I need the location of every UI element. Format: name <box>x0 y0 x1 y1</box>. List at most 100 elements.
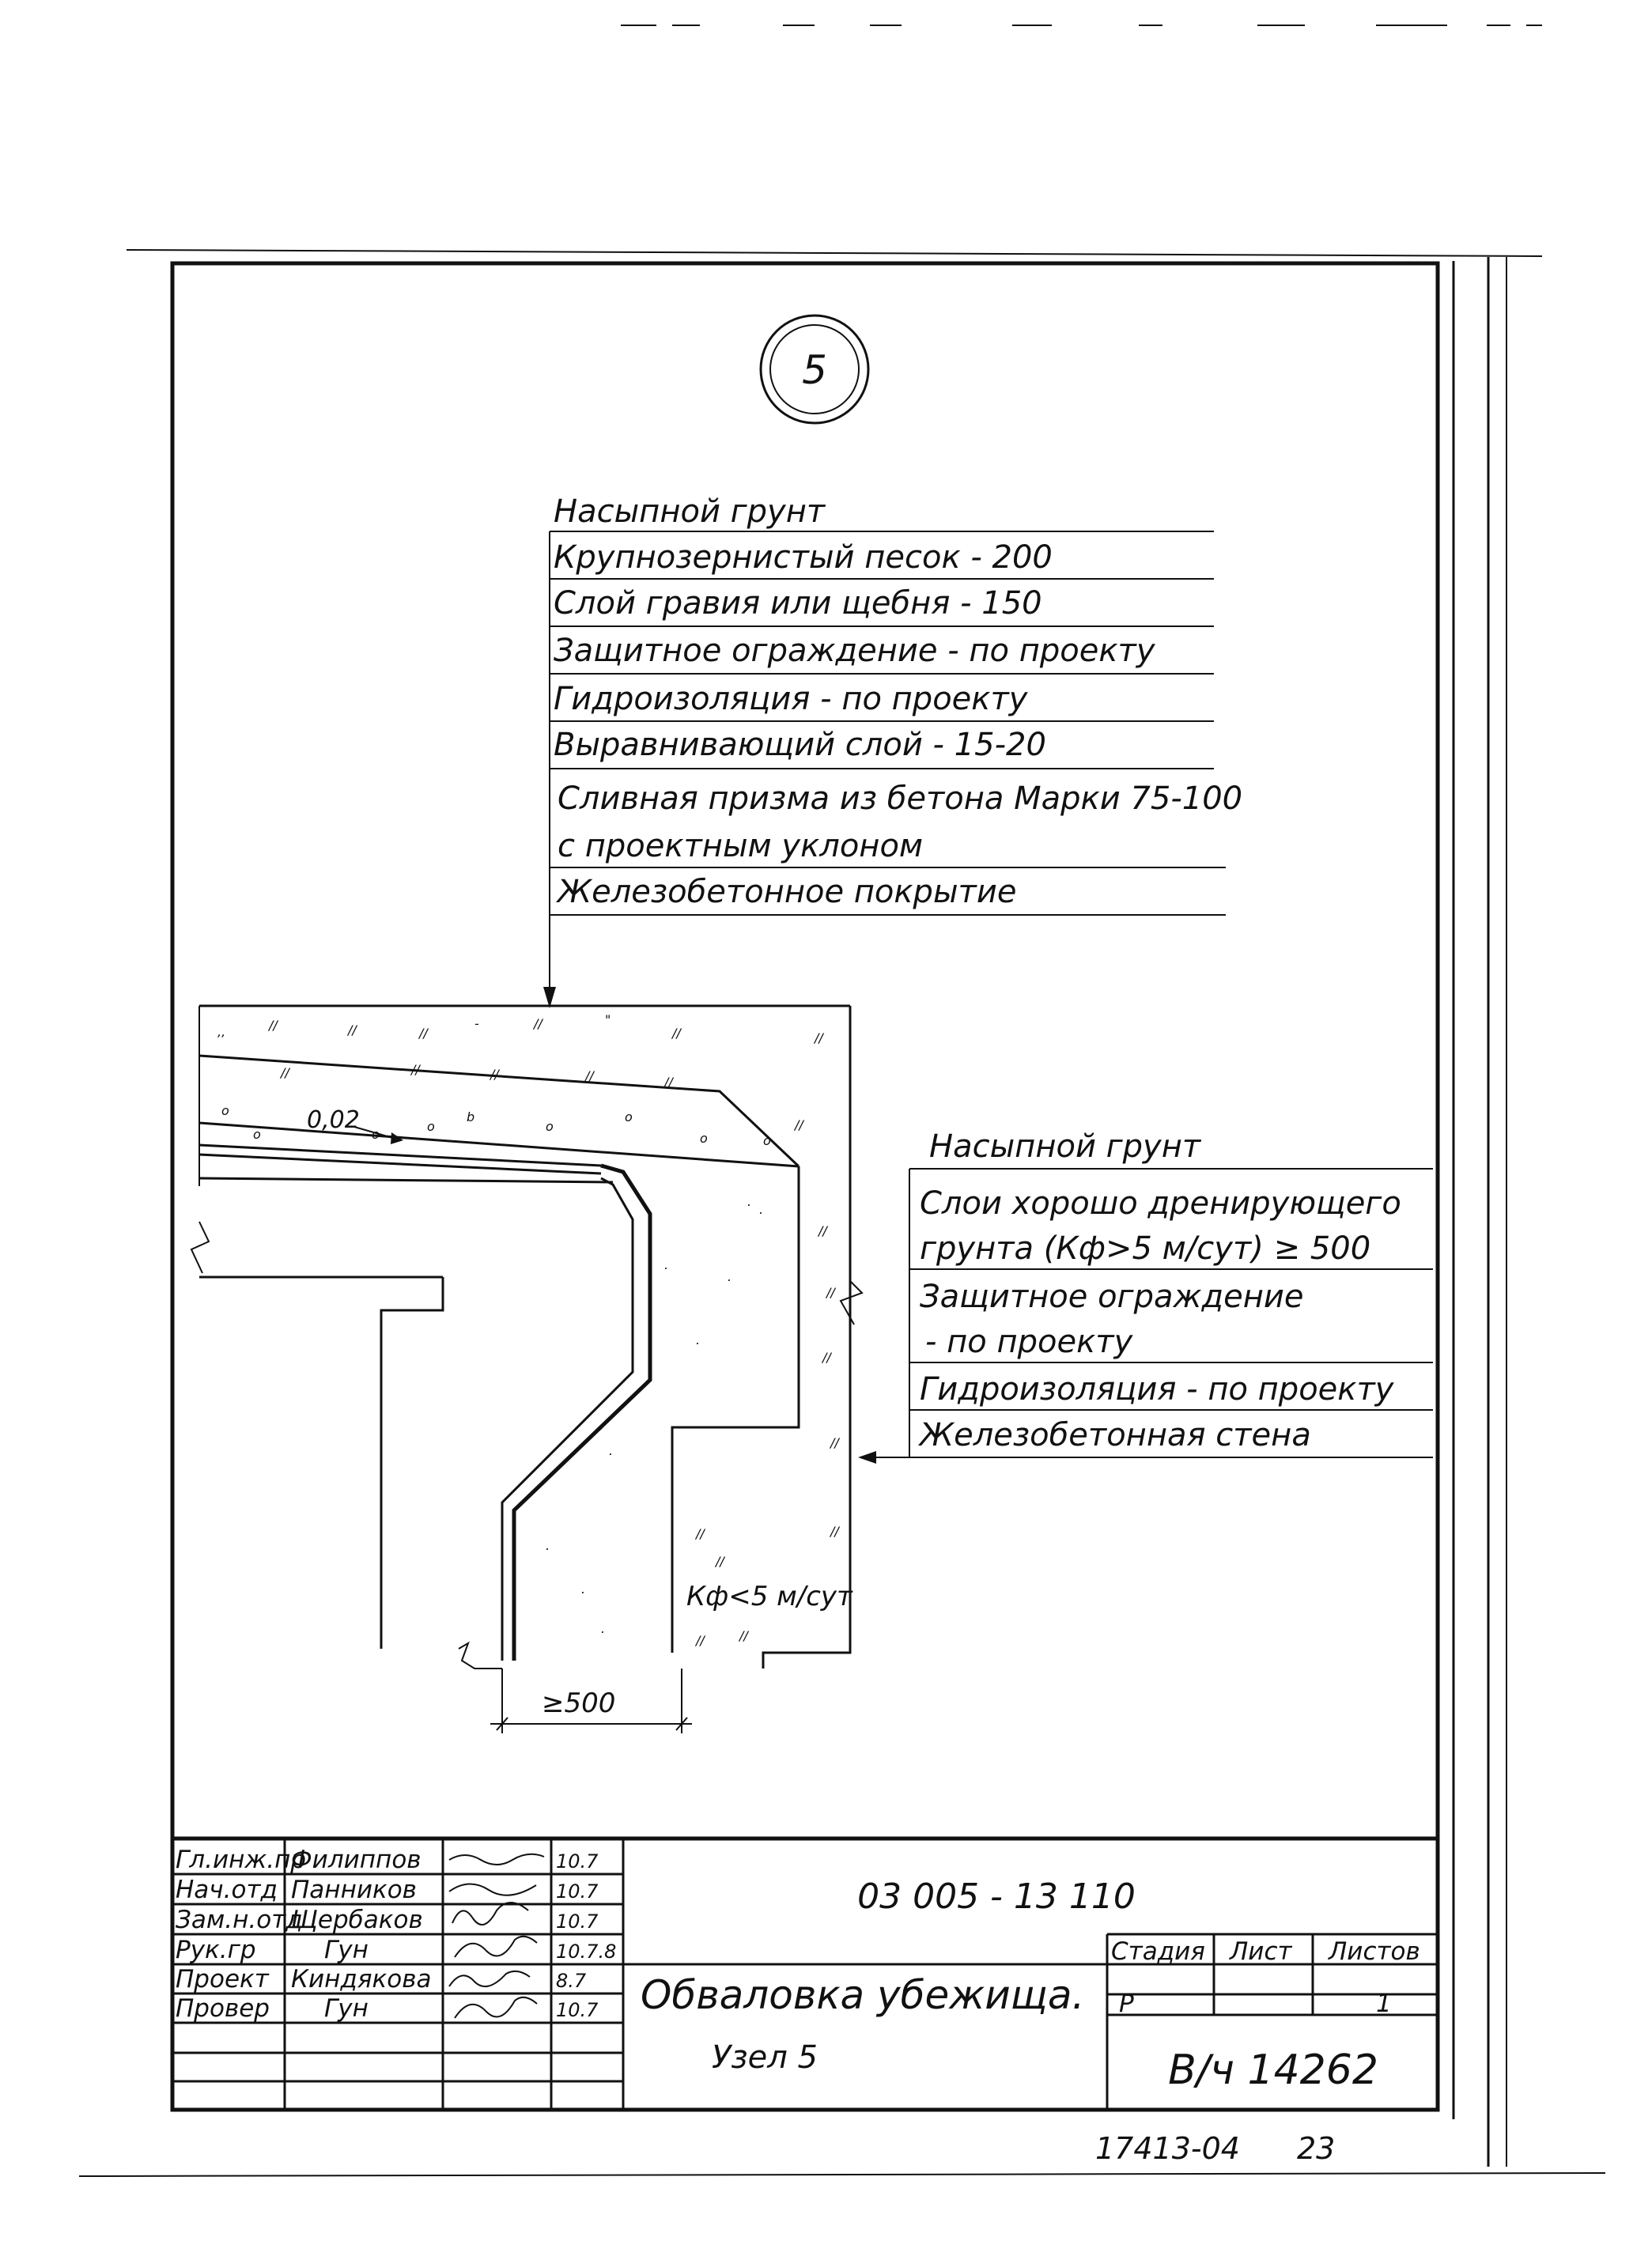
signatures <box>448 1853 545 2019</box>
svg-text://: // <box>813 1030 824 1045</box>
svg-text://: // <box>829 1524 840 1539</box>
side-layer-4: - по проекту <box>925 1324 1134 1360</box>
section-drawing: 0,02 Кф<5 м/сут ≥500 ,,//// //-// "//// … <box>190 1004 864 1733</box>
page-number: 23 <box>1297 2131 1335 2166</box>
document-code: 03 005 - 13 110 <box>857 1876 1136 1917</box>
name-3: Щербаков <box>291 1906 423 1934</box>
name-6: Гун <box>324 1994 369 2023</box>
name-2: Панников <box>291 1876 417 1904</box>
archive-number: 17413-04 <box>1095 2131 1240 2166</box>
svg-text:.: . <box>747 1194 751 1209</box>
title-block: Гл.инж.пр Филиппов 10.7 Нач.отд Панников… <box>170 1836 1440 2112</box>
svg-text://: // <box>738 1628 749 1643</box>
svg-text://: // <box>663 1075 674 1090</box>
date-2: 10.7 <box>556 1880 599 1903</box>
top-layer-4: Гидроизоляция - по проекту <box>554 681 1029 717</box>
role-4: Рук.гр <box>176 1936 256 1964</box>
svg-text://: // <box>714 1554 725 1569</box>
svg-text:.: . <box>696 1332 700 1347</box>
drawing-subtitle: Узел 5 <box>712 2039 818 2076</box>
svg-text:.: . <box>609 1443 613 1458</box>
svg-text:o: o <box>625 1109 633 1124</box>
top-layer-2: Слой гравия или щебня - 150 <box>554 585 1042 622</box>
svg-text:.: . <box>581 1582 585 1597</box>
soil-hatch-marks: ,,//// //-// "//// ////// ////// ////// … <box>217 1012 840 1648</box>
svg-text://: // <box>418 1026 429 1041</box>
role-1: Гл.инж.пр <box>176 1846 306 1874</box>
top-layer-1: Крупнозернистый песок - 200 <box>554 539 1053 576</box>
top-layer-8: Железобетонное покрытие <box>555 874 1016 910</box>
organization: В/ч 14262 <box>1168 2046 1378 2094</box>
side-layer-1: Слои хорошо дренирующего <box>920 1185 1401 1222</box>
name-1: Филиппов <box>291 1846 422 1874</box>
name-4: Гун <box>324 1936 369 1964</box>
svg-text://: // <box>267 1018 278 1033</box>
svg-text://: // <box>694 1633 705 1648</box>
side-callout: Насыпной грунт Слои хорошо дренирующего … <box>858 1128 1433 1464</box>
side-layer-2: грунта (Кф>5 м/сут) ≥ 500 <box>920 1230 1370 1267</box>
svg-text:.: . <box>728 1269 731 1284</box>
svg-text://: // <box>279 1065 290 1080</box>
svg-text://: // <box>829 1435 840 1450</box>
svg-text://: // <box>489 1067 500 1082</box>
top-layer-5: Выравнивающий слой - 15-20 <box>554 727 1046 763</box>
svg-text://: // <box>821 1350 832 1365</box>
side-layer-6: Железобетонная стена <box>917 1417 1311 1453</box>
date-5: 8.7 <box>556 1970 587 1992</box>
svg-text://: // <box>584 1068 595 1083</box>
svg-text:.: . <box>664 1257 668 1272</box>
svg-text:o: o <box>372 1127 380 1142</box>
svg-text:.: . <box>601 1621 605 1636</box>
sheets-header: Листов <box>1328 1937 1420 1966</box>
svg-text://: // <box>410 1062 421 1077</box>
stage-value: Р <box>1119 1990 1134 2018</box>
svg-text:-: - <box>474 1016 479 1031</box>
svg-text:o: o <box>253 1127 261 1142</box>
svg-text:.: . <box>546 1538 550 1553</box>
svg-text:o: o <box>546 1119 554 1134</box>
svg-text:o: o <box>221 1103 229 1118</box>
node-number: 5 <box>802 347 827 393</box>
sheets-value: 1 <box>1376 1990 1392 2018</box>
svg-text://: // <box>793 1117 804 1132</box>
side-layer-5: Гидроизоляция - по проекту <box>920 1371 1395 1408</box>
svg-text:,,: ,, <box>217 1024 225 1039</box>
svg-text://: // <box>671 1026 682 1041</box>
role-2: Нач.отд <box>176 1876 278 1904</box>
svg-text://: // <box>346 1022 357 1037</box>
side-heading: Насыпной грунт <box>929 1128 1202 1165</box>
footer: 17413-04 23 <box>1095 2131 1335 2166</box>
dimension-label: ≥500 <box>542 1687 615 1719</box>
date-1: 10.7 <box>556 1850 599 1873</box>
date-6: 10.7 <box>556 1999 599 2021</box>
svg-text://: // <box>817 1223 828 1238</box>
date-4: 10.7.8 <box>556 1941 616 1963</box>
role-3: Зам.н.отд <box>176 1906 303 1934</box>
svg-text:o: o <box>427 1119 435 1134</box>
top-layer-6: Сливная призма из бетона Марки 75-100 <box>558 780 1242 817</box>
stage-header: Стадия <box>1111 1937 1205 1966</box>
top-layer-7: с проектным уклоном <box>558 828 923 864</box>
scan-edge-marks <box>78 25 1606 2177</box>
svg-text:b: b <box>467 1109 474 1124</box>
date-3: 10.7 <box>556 1910 599 1933</box>
svg-text:o: o <box>763 1133 771 1148</box>
slope-label: 0,02 <box>307 1106 360 1134</box>
svg-text:o: o <box>700 1131 708 1146</box>
side-layer-3: Защитное ограждение <box>920 1279 1304 1315</box>
top-heading: Насыпной грунт <box>554 493 826 530</box>
name-5: Киндякова <box>291 1965 431 1994</box>
node-mark: 5 <box>759 314 870 425</box>
top-callout: Насыпной грунт Крупнозернистый песок - 2… <box>543 493 1242 1008</box>
drawing-title: Обваловка убежища. <box>641 1972 1084 2018</box>
svg-text://: // <box>694 1526 705 1541</box>
soil-label: Кф<5 м/сут <box>686 1581 853 1612</box>
svg-text:": " <box>605 1012 611 1027</box>
svg-text:.: . <box>759 1202 763 1217</box>
sheet-header: Лист <box>1229 1937 1293 1966</box>
svg-text://: // <box>532 1016 543 1031</box>
svg-text://: // <box>825 1285 836 1300</box>
role-6: Провер <box>176 1994 270 2023</box>
